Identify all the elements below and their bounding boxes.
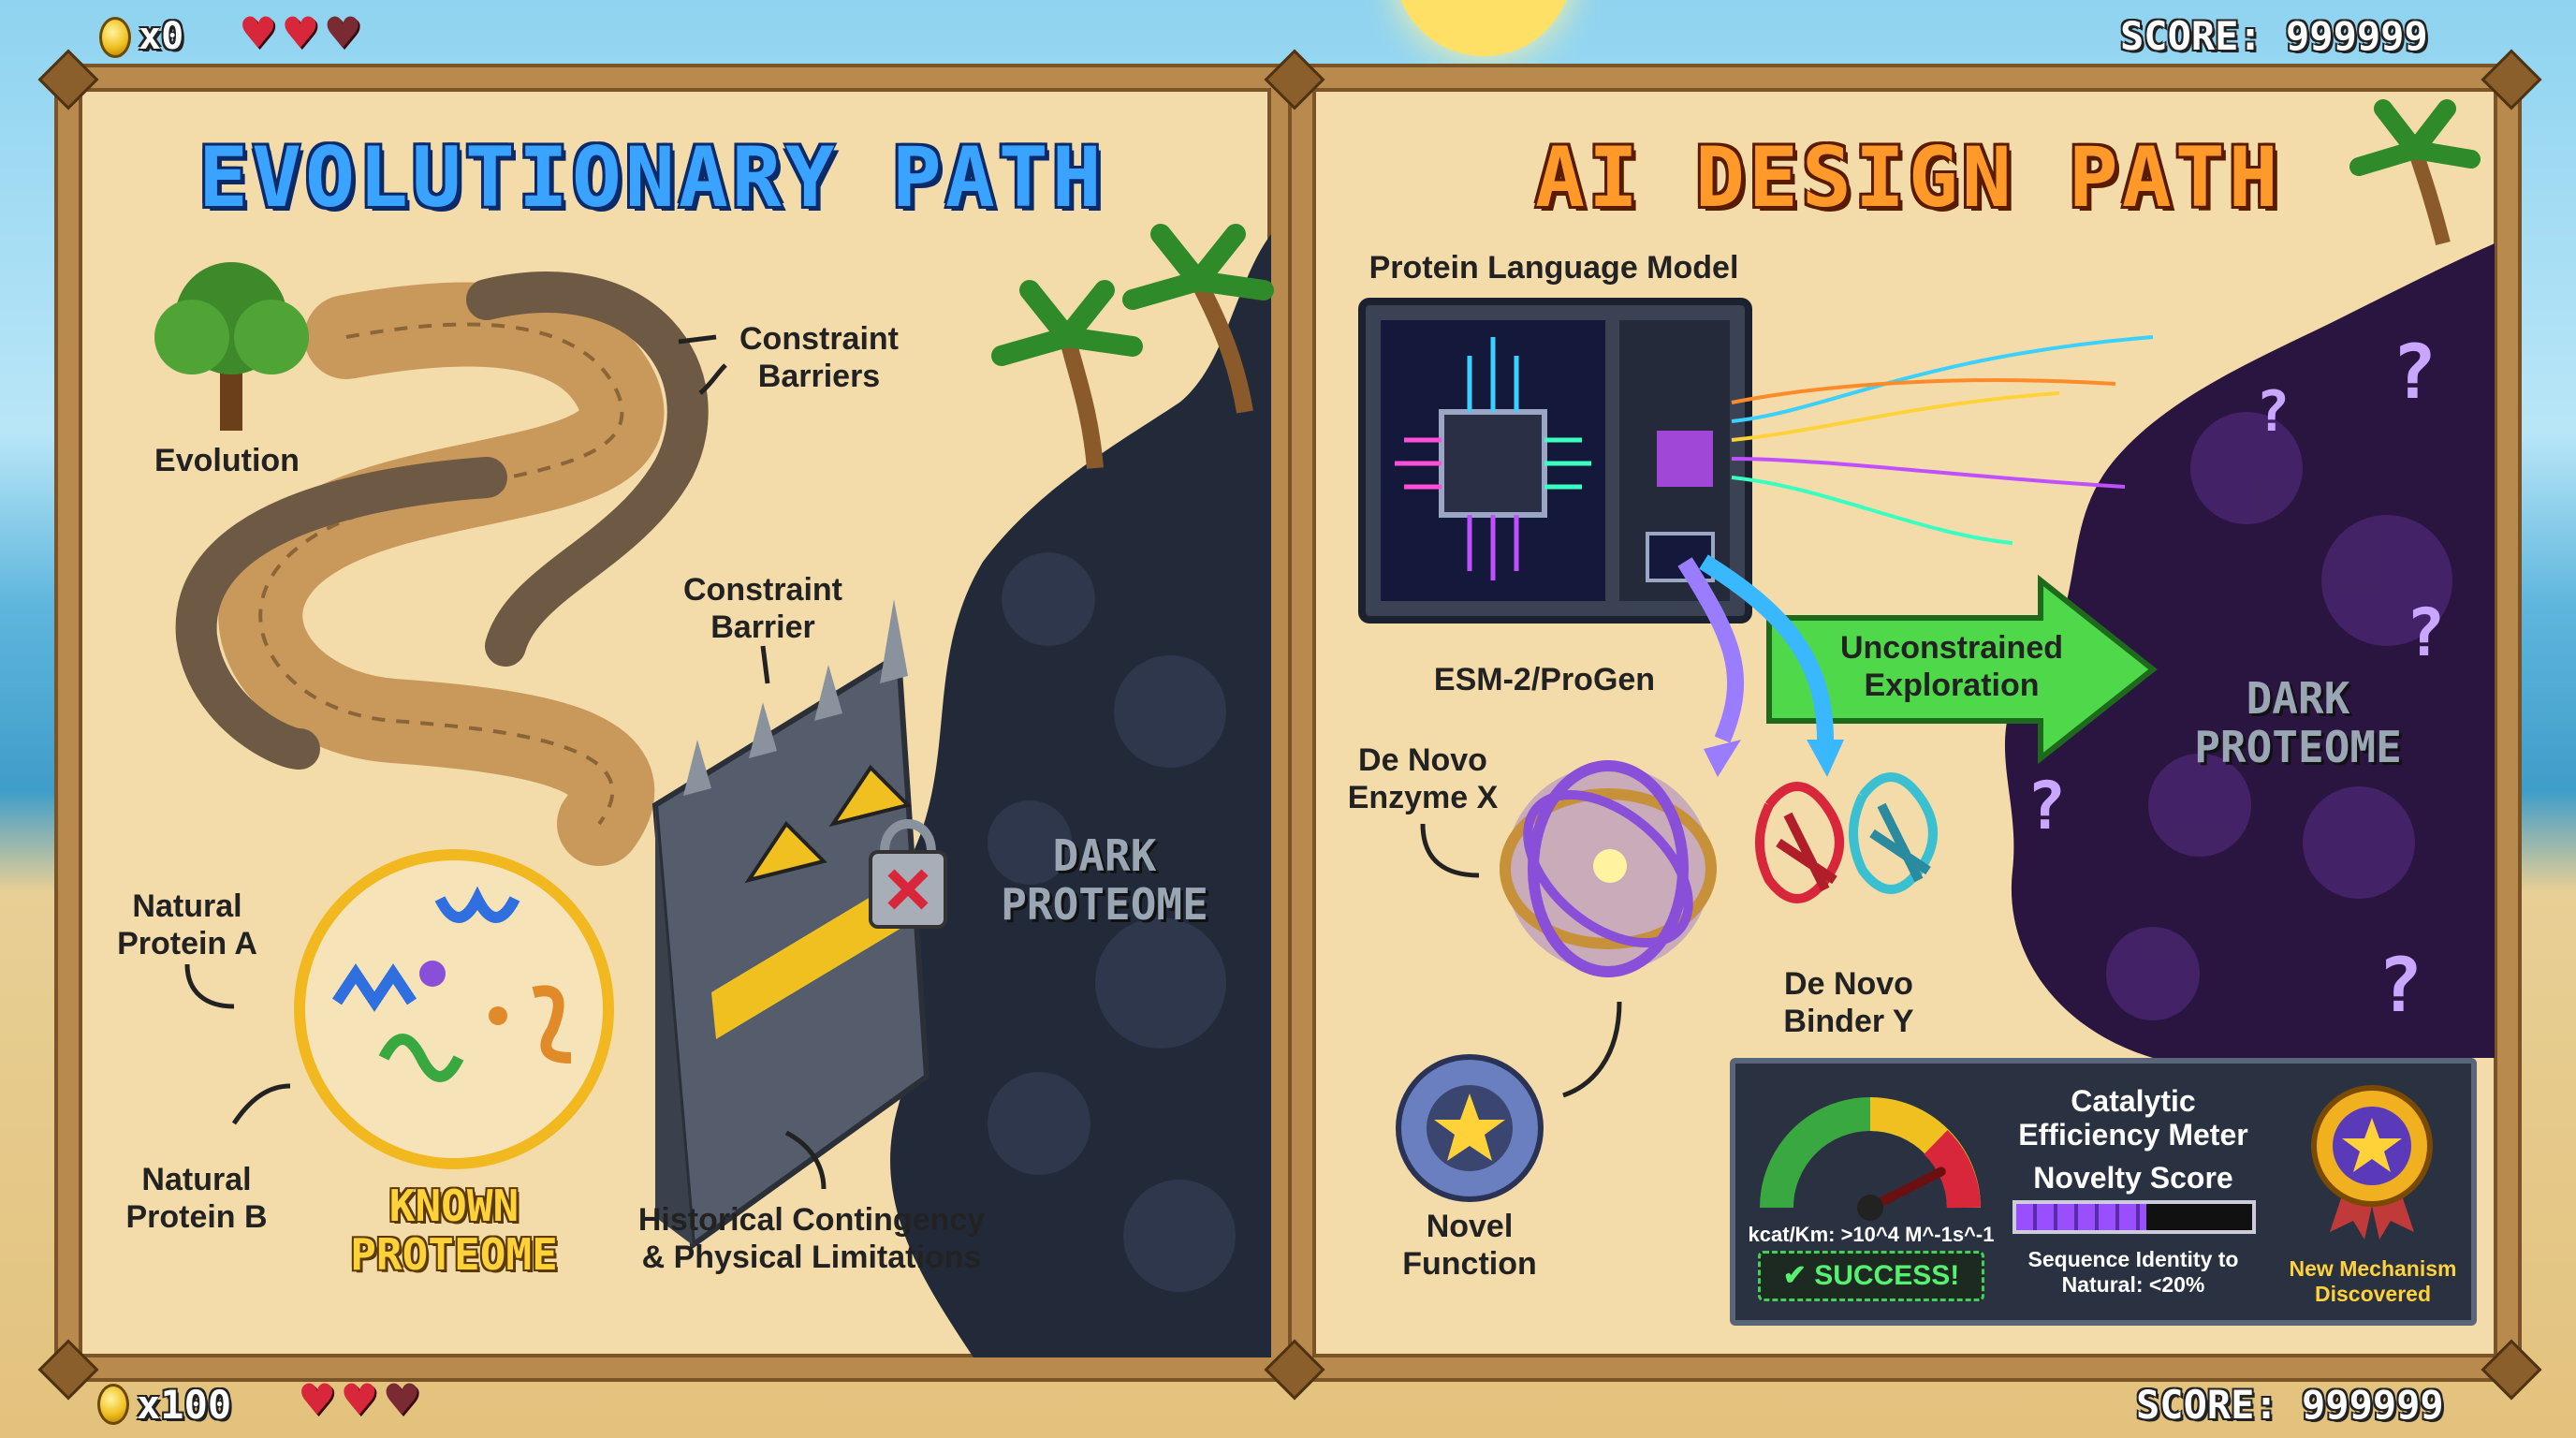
kcat-label: kcat/Km: >10^4 M^-1s^-1 (1748, 1223, 1995, 1246)
hearts-bottom: ♥ ♥ ♥ (298, 1378, 421, 1421)
heart-icon: ♥ (298, 1374, 337, 1425)
de-novo-binder-label: De Novo Binder Y (1755, 965, 1942, 1040)
label-line: Natural: <20% (2061, 1272, 2205, 1297)
rock-wall (466, 271, 709, 667)
success-badge: ✔ SUCCESS! (1758, 1251, 1984, 1301)
question-mark-icon: ? (2027, 768, 2066, 844)
coin-icon (97, 1384, 129, 1425)
heart-half-icon: ♥ (323, 7, 362, 58)
label-line: Enzyme X (1347, 780, 1499, 815)
score-bottom: SCORE: 999999 (2136, 1382, 2444, 1428)
medal-icon (2311, 1085, 2433, 1240)
catalytic-meter-title: Catalytic Efficiency Meter (2007, 1084, 2260, 1152)
heart-half-icon: ♥ (382, 1374, 421, 1425)
label-line: Barriers (757, 359, 881, 394)
label-line: Discovered (2314, 1282, 2431, 1306)
rock-wall (175, 457, 507, 770)
label-line: Sequence Identity to (2027, 1247, 2239, 1271)
protein-language-model-computer (1358, 298, 1752, 624)
known-proteome-circle (294, 849, 614, 1169)
label-line: New Mechanism (2289, 1256, 2457, 1281)
label-line: & Physical Limitations (641, 1240, 982, 1275)
coin-count-bottom: x100 (137, 1382, 232, 1428)
natural-protein-b-label: Natural Protein B (112, 1161, 281, 1236)
protein-language-model-label: Protein Language Model (1368, 250, 1739, 286)
new-mechanism-label: New Mechanism Discovered (2275, 1256, 2471, 1307)
constraint-barrier-label: Constraint Barrier (669, 571, 856, 646)
ai-design-path-title: AI DESIGN PATH (1535, 129, 2282, 226)
score-top: SCORE: 999999 (2120, 13, 2428, 59)
dark-proteome-label-left: DARK PROTEOME (955, 831, 1254, 929)
label-line: Efficiency Meter (2018, 1118, 2248, 1152)
coin-count-top: x0 (139, 15, 184, 58)
palm-tree-icon (2349, 99, 2481, 245)
de-novo-enzyme-label: De Novo Enzyme X (1329, 741, 1516, 816)
label-line: DARK (2246, 673, 2350, 724)
label-line: Protein B (125, 1199, 268, 1235)
efficiency-gauge (1760, 1097, 1981, 1221)
label-line: Natural (132, 888, 242, 924)
evolution-label: Evolution (154, 443, 300, 478)
heart-icon: ♥ (239, 7, 278, 58)
label-line: Protein A (117, 926, 257, 961)
palm-tree-icon (991, 280, 1143, 469)
novelty-score-bar (2012, 1200, 2256, 1234)
dark-proteome-label-right: DARK PROTEOME (2153, 674, 2443, 771)
heart-icon: ♥ (340, 1374, 379, 1425)
label-line: PROTEOME (1001, 879, 1208, 930)
catalytic-efficiency-panel: kcat/Km: >10^4 M^-1s^-1 ✔ SUCCESS! Catal… (1730, 1058, 2477, 1326)
label-line: Catalytic (2071, 1084, 2196, 1118)
question-mark-icon: ? (2392, 329, 2437, 416)
question-mark-icon: ? (2406, 594, 2445, 671)
sequence-identity-label: Sequence Identity to Natural: <20% (2007, 1247, 2260, 1298)
question-mark-icon: ? (2378, 942, 2422, 1029)
coin-icon (99, 17, 131, 58)
novelty-score-label: Novelty Score (2033, 1161, 2233, 1195)
label-line: PROTEOME (350, 1229, 558, 1280)
lock-icon (869, 819, 947, 929)
historical-contingency-label: Historical Contingency & Physical Limita… (620, 1201, 1003, 1276)
label-line: KNOWN (388, 1181, 520, 1231)
label-line: Constraint (683, 572, 842, 608)
novel-function-gear-icon (1396, 1054, 1544, 1202)
unconstrained-exploration-label: Unconstrained Exploration (1816, 629, 2087, 704)
novel-function-label: Novel Function (1376, 1208, 1563, 1283)
label-line: Historical Contingency (637, 1202, 986, 1238)
warning-icon (744, 820, 827, 884)
label-line: Barrier (710, 609, 815, 645)
model-name-label: ESM-2/ProGen (1433, 662, 1656, 697)
label-line: Function (1402, 1246, 1537, 1282)
hearts-top: ♥ ♥ ♥ (239, 11, 362, 54)
arrow-to-binder (1699, 554, 1834, 741)
arrow-to-enzyme (1677, 557, 1745, 743)
constraint-barriers-label: Constraint Barriers (725, 320, 913, 395)
label-line: Constraint (739, 321, 899, 357)
warning-icon (828, 764, 912, 828)
label-line: De Novo (1358, 742, 1487, 778)
evolutionary-path-title: EVOLUTIONARY PATH (198, 129, 1105, 226)
exploration-arrow (1766, 574, 2158, 765)
label-line: Novel (1426, 1209, 1514, 1244)
novelty-score-fill (2016, 1204, 2146, 1230)
heart-icon: ♥ (281, 7, 320, 58)
label-line: Natural (141, 1162, 252, 1197)
label-line: Exploration (1864, 668, 2040, 703)
label-line: DARK (1052, 830, 1157, 881)
question-mark-icon: ? (2256, 379, 2290, 445)
label-line: PROTEOME (2194, 722, 2402, 772)
de-novo-enzyme-icon (1500, 760, 1717, 977)
label-line: Binder Y (1783, 1004, 1914, 1039)
de-novo-binder-icon (1755, 772, 1938, 903)
natural-protein-a-label: Natural Protein A (103, 888, 271, 962)
label-line: Unconstrained (1839, 630, 2064, 666)
constraint-barrier-wall (651, 599, 930, 1251)
known-proteome-label: KNOWN PROTEOME (309, 1181, 599, 1279)
gauge-needle (1866, 1167, 1946, 1212)
palm-tree-icon (1122, 224, 1274, 414)
label-line: De Novo (1784, 966, 1913, 1002)
